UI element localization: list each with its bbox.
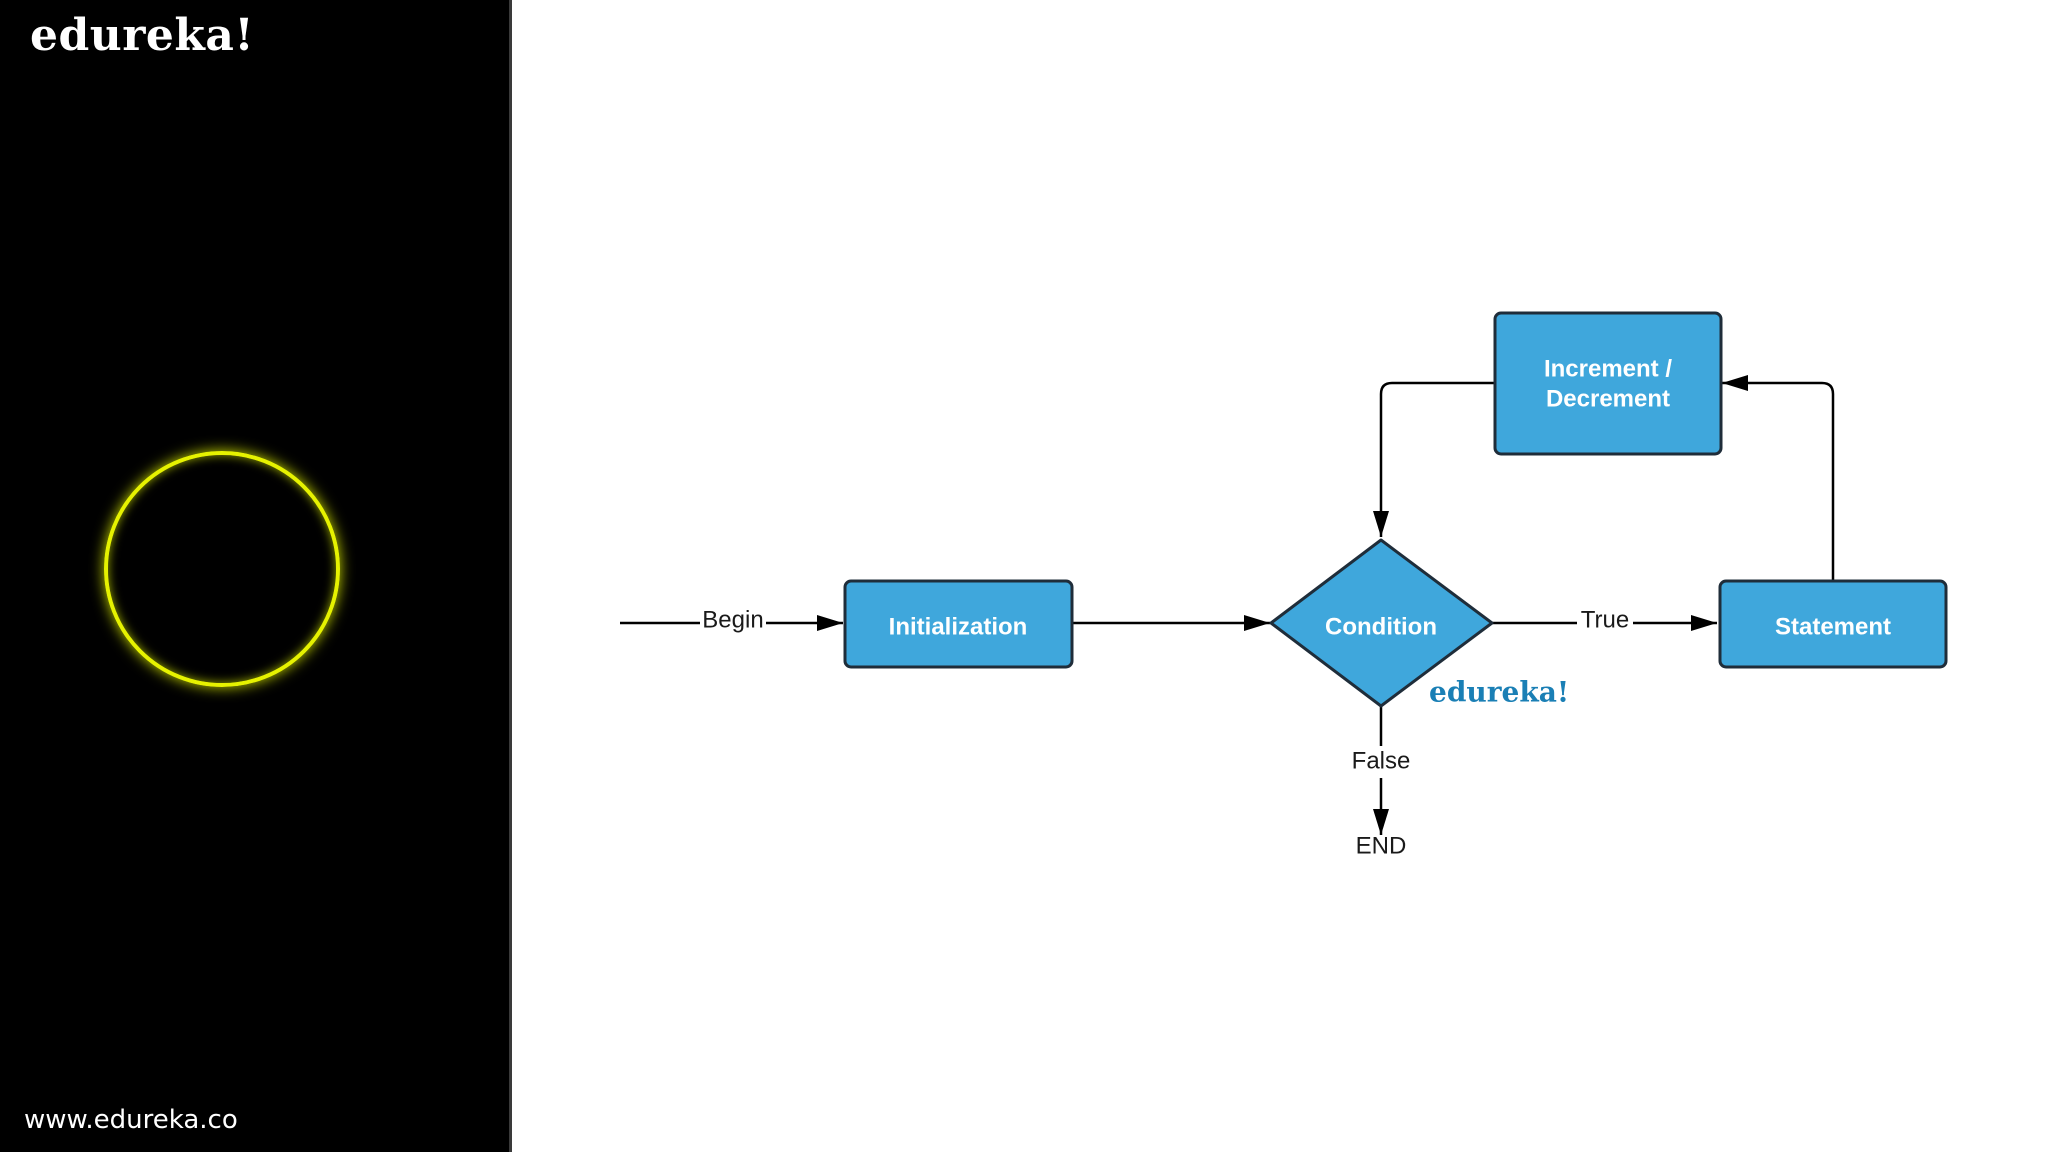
increment-label-line2: Decrement xyxy=(1546,385,1670,412)
condition-diamond xyxy=(1269,538,1494,708)
false-label: False xyxy=(1352,747,1411,774)
true-label: True xyxy=(1581,606,1629,633)
edureka-logo: edureka! xyxy=(30,10,255,61)
statement-to-increment-edge xyxy=(1722,375,1835,580)
website-url: www.edureka.co xyxy=(24,1105,238,1135)
begin-label: Begin xyxy=(702,606,763,633)
condition-label: Condition xyxy=(1325,613,1437,640)
loading-ring-icon xyxy=(104,451,340,687)
increment-decrement-box xyxy=(1493,311,1723,456)
initialization-box xyxy=(843,579,1074,669)
increment-to-condition-edge xyxy=(1373,381,1494,537)
node-statement: Statement xyxy=(1718,579,1948,669)
end-label: END xyxy=(1356,832,1407,859)
initialization-label: Initialization xyxy=(889,613,1028,640)
statement-label: Statement xyxy=(1775,613,1891,640)
edges xyxy=(620,375,1835,835)
node-initialization: Initialization xyxy=(843,579,1074,669)
edureka-watermark: edureka! xyxy=(1429,676,1569,709)
node-condition: Condition xyxy=(1269,538,1494,708)
left-sidebar: edureka! www.edureka.co xyxy=(0,0,512,1152)
increment-label-line1: Increment / xyxy=(1544,355,1672,382)
node-increment-decrement: Increment / Decrement xyxy=(1493,311,1723,456)
statement-box xyxy=(1718,579,1948,669)
